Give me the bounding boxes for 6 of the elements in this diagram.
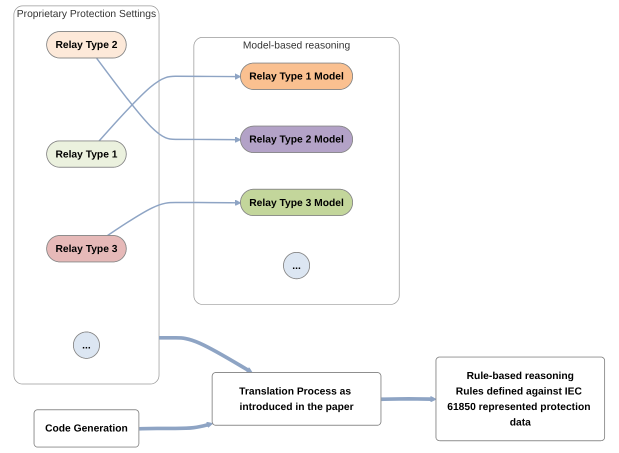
- arrow: [106, 200, 242, 236]
- arrow: [159, 336, 254, 374]
- arrow: [381, 396, 437, 402]
- arrow: [98, 73, 242, 142]
- arrow: [139, 422, 214, 431]
- arrow: [96, 58, 242, 143]
